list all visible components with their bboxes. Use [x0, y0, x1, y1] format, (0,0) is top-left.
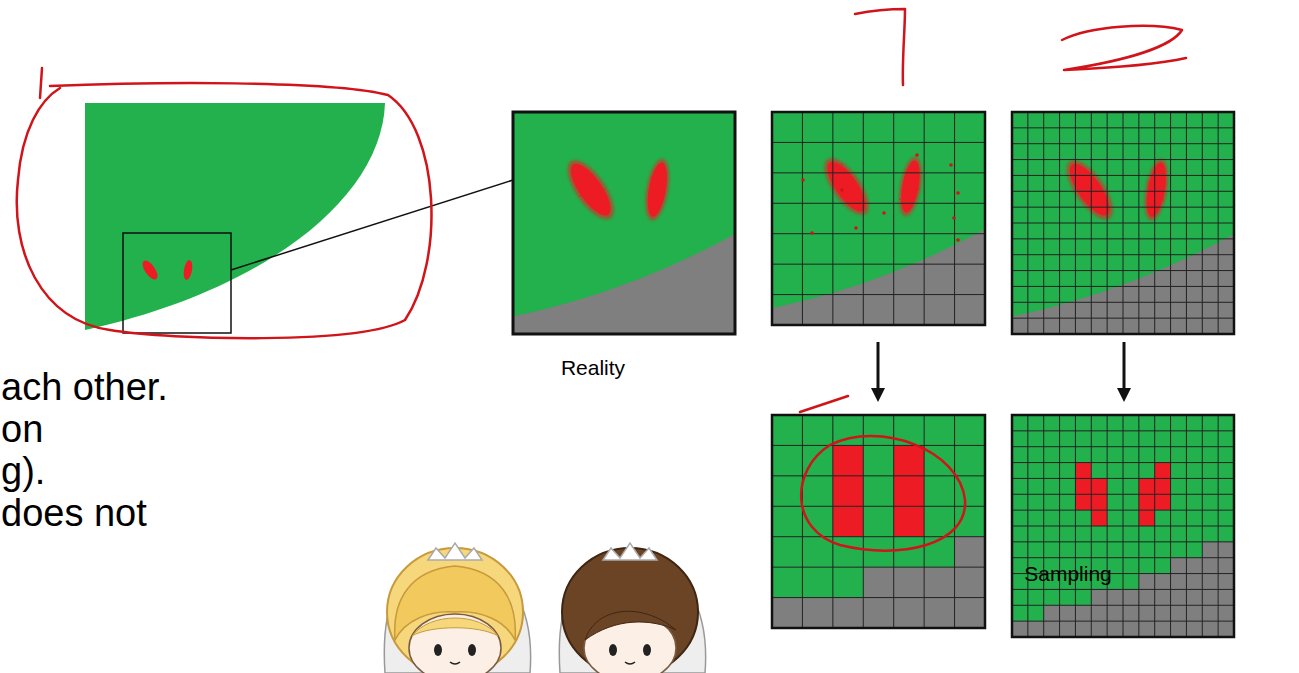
- sampled-grid: [1012, 415, 1234, 637]
- brides-cartoon: [384, 543, 705, 673]
- scene: [513, 112, 735, 334]
- slide-text: ach other.: [1, 366, 168, 410]
- down-arrow: [871, 342, 885, 402]
- slide-text: g).: [1, 450, 45, 494]
- sampled-grid: [772, 415, 985, 628]
- slide-text: on: [1, 408, 43, 452]
- hand-annotation: [17, 9, 1186, 551]
- scene: [1012, 112, 1234, 334]
- sampling-illustration: [513, 112, 1234, 637]
- zoom-box: [123, 233, 231, 333]
- caption: Sampling: [1024, 562, 1112, 586]
- red-blob: [182, 259, 193, 280]
- down-arrow: [1117, 342, 1131, 402]
- green-region: [85, 103, 385, 330]
- zoom-leader: [231, 180, 513, 270]
- caption: Reality: [561, 356, 625, 380]
- slide-text: does not: [1, 492, 147, 536]
- red-blob: [140, 258, 161, 282]
- scene: [772, 112, 985, 325]
